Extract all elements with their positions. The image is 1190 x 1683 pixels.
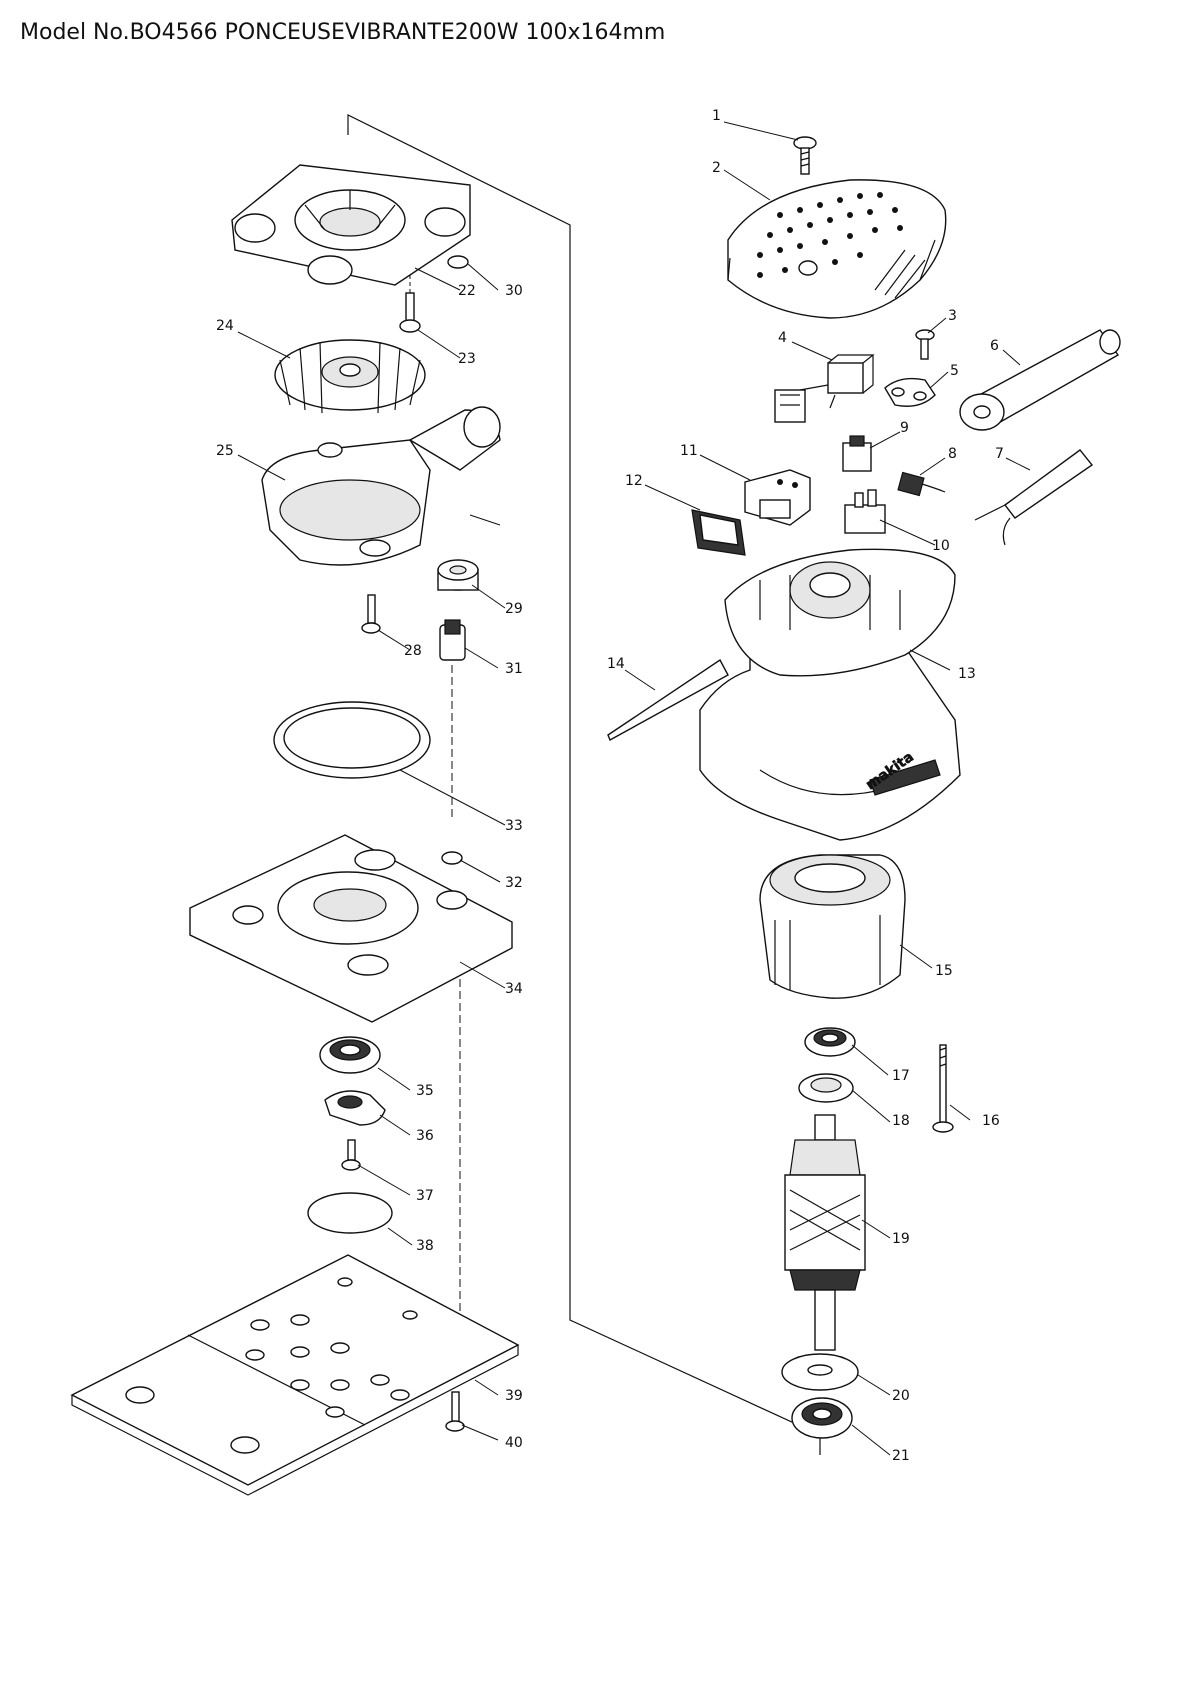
callout-40: 40	[505, 1435, 523, 1451]
callout-16: 16	[982, 1113, 1000, 1129]
part-4-capacitor	[774, 354, 875, 423]
part-19-armature	[784, 1114, 866, 1351]
part-35-bearing	[319, 1036, 381, 1074]
part-29-rubber-ring	[437, 559, 479, 591]
part-38-o-ring	[307, 1192, 393, 1234]
part-13-motor-housing: makita	[699, 548, 961, 841]
part-40-screw	[445, 1391, 465, 1432]
callout-9: 9	[900, 420, 909, 436]
part-17-bearing	[804, 1027, 856, 1057]
part-10-terminal-block	[844, 489, 886, 534]
callout-28: 28	[404, 643, 422, 659]
callout-20: 20	[892, 1388, 910, 1404]
part-39-pad	[70, 1254, 520, 1496]
part-25-fan-housing	[261, 406, 501, 566]
callout-24: 24	[216, 318, 234, 334]
part-20-flat-washer	[781, 1353, 859, 1391]
part-2-top-cover	[727, 179, 947, 319]
callout-25: 25	[216, 443, 234, 459]
part-23-screw	[399, 292, 421, 333]
callout-7: 7	[995, 446, 1004, 462]
part-1-screw	[793, 136, 817, 175]
part-15-field	[759, 854, 906, 999]
part-30-o-ring	[447, 255, 469, 269]
part-24-fan	[274, 339, 426, 414]
callout-labels: 1 2 3 4 5 6 7 8 9 10 11 12 13 14 15 16 1…	[216, 108, 1004, 1464]
callout-6: 6	[990, 338, 999, 354]
callout-32: 32	[505, 875, 523, 891]
part-9-brush-holder	[842, 435, 872, 472]
callout-10: 10	[932, 538, 950, 554]
callout-1: 1	[712, 108, 721, 124]
leader-lines	[237, 121, 1031, 1456]
part-34-base	[189, 834, 513, 1023]
callout-15: 15	[935, 963, 953, 979]
callout-2: 2	[712, 160, 721, 176]
part-3-screw	[915, 329, 935, 360]
callout-4: 4	[778, 330, 787, 346]
callout-22: 22	[458, 283, 476, 299]
part-21-bearing	[791, 1397, 853, 1439]
callout-12: 12	[625, 473, 643, 489]
part-31-rubber-pin	[439, 619, 466, 661]
part-32-retaining-ring	[441, 851, 463, 865]
callout-37: 37	[416, 1188, 434, 1204]
part-8-carbon-brush	[897, 471, 946, 497]
callout-3: 3	[948, 308, 957, 324]
part-11-switch	[744, 469, 811, 526]
callout-38: 38	[416, 1238, 434, 1254]
callout-17: 17	[892, 1068, 910, 1084]
part-37-screw	[341, 1139, 361, 1171]
callout-14: 14	[607, 656, 625, 672]
callout-13: 13	[958, 666, 976, 682]
part-6-cord-guard	[959, 329, 1121, 431]
part-18-insulation-washer	[798, 1073, 854, 1103]
part-7-power-cord	[974, 449, 1094, 546]
callout-23: 23	[458, 351, 476, 367]
callout-11: 11	[680, 443, 698, 459]
part-12-switch-button	[691, 509, 746, 556]
diagram-title: Model No.BO4566 PONCEUSEVIBRANTE200W 100…	[20, 20, 666, 45]
callout-18: 18	[892, 1113, 910, 1129]
callout-35: 35	[416, 1083, 434, 1099]
part-28-screw	[361, 594, 381, 634]
callout-19: 19	[892, 1231, 910, 1247]
callout-8: 8	[948, 446, 957, 462]
callout-33: 33	[505, 818, 523, 834]
part-5-cord-clamp	[884, 377, 936, 407]
part-22-bearing-box	[231, 164, 471, 286]
callout-5: 5	[950, 363, 959, 379]
part-14-label-strip	[607, 658, 729, 741]
part-16-long-screw	[932, 1044, 954, 1133]
part-36-balancer	[324, 1090, 386, 1126]
callout-31: 31	[505, 661, 523, 677]
callout-39: 39	[505, 1388, 523, 1404]
part-33-ring-spring	[273, 701, 431, 779]
callout-34: 34	[505, 981, 523, 997]
callout-36: 36	[416, 1128, 434, 1144]
callout-29: 29	[505, 601, 523, 617]
callout-30: 30	[505, 283, 523, 299]
callout-21: 21	[892, 1448, 910, 1464]
